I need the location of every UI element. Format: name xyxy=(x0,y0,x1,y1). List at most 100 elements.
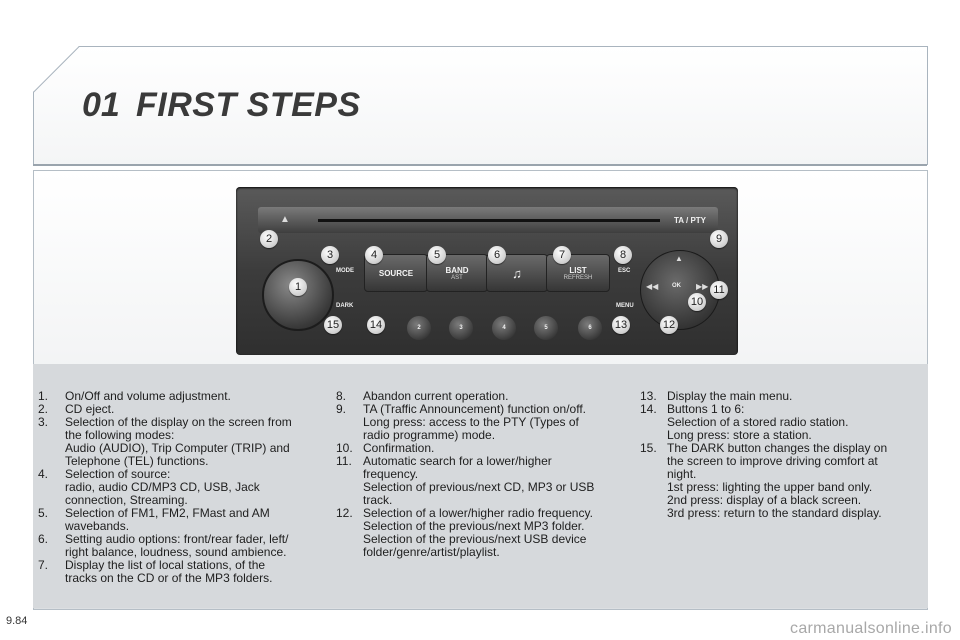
legend-item-text: Automatic search for a lower/higher xyxy=(363,454,552,468)
legend-item-text: 3rd press: return to the standard displa… xyxy=(667,506,882,520)
legend-item-text: Telephone (TEL) functions. xyxy=(65,454,209,468)
callout-6: 6 xyxy=(488,246,506,264)
legend-item-text: 1st press: lighting the upper band only. xyxy=(667,480,873,494)
legend-item-text: tracks on the CD or of the MP3 folders. xyxy=(65,571,273,585)
page-title: FIRST STEPS xyxy=(136,86,361,124)
callout-10: 10 xyxy=(688,293,706,311)
legend-item: 13. Display the main menu. xyxy=(640,390,920,403)
legend-item-number: 3. xyxy=(38,415,49,429)
preset-button-2: 2 xyxy=(407,316,431,340)
callout-9: 9 xyxy=(710,230,728,248)
callout-1: 1 xyxy=(289,278,307,296)
legend-item: 9. TA (Traffic Announcement) function on/… xyxy=(336,403,626,442)
mode-button-label: MODE xyxy=(336,268,354,274)
legend-item-text: Setting audio options: front/rear fader,… xyxy=(65,532,289,546)
legend-item-text: Selection of previous/next CD, MP3 or US… xyxy=(363,480,595,494)
legend-item-text: CD eject. xyxy=(65,402,115,416)
dark-button-label: DARK xyxy=(336,303,354,309)
band-button-sublabel: AST xyxy=(451,274,463,281)
legend-item-text: right balance, loudness, sound ambience. xyxy=(65,545,287,559)
header-divider xyxy=(33,164,927,166)
legend-item-number: 6. xyxy=(38,532,49,546)
legend-item-text: folder/genre/artist/playlist. xyxy=(363,545,500,559)
watermark: carmanualsonline.info xyxy=(790,620,952,637)
cd-slot xyxy=(318,219,660,222)
legend-item-text: Selection of the previous/next MP3 folde… xyxy=(363,519,585,533)
legend-item-text: Long press: access to the PTY (Types of xyxy=(363,415,579,429)
arrow-up-icon: ▲ xyxy=(675,254,683,263)
callout-8: 8 xyxy=(614,246,632,264)
menu-button-label: MENU xyxy=(616,303,634,309)
legend-item-text: radio, audio CD/MP3 CD, USB, Jack xyxy=(65,480,260,494)
preset-button-6: 6 xyxy=(578,316,602,340)
legend-item-number: 13. xyxy=(640,389,657,403)
legend-item-number: 15. xyxy=(640,441,657,455)
legend-item-text: radio programme) mode. xyxy=(363,428,496,442)
legend-item-text: wavebands. xyxy=(65,519,130,533)
arrow-left-icon: ◀◀ xyxy=(646,282,659,291)
legend-item-text: Selection of the display on the screen f… xyxy=(65,415,292,429)
legend-item-text: TA (Traffic Announcement) function on/of… xyxy=(363,402,587,416)
callout-2: 2 xyxy=(260,230,278,248)
legend-column-3: 13. Display the main menu. 14. Buttons 1 to… xyxy=(640,390,920,520)
legend-item-text: Selection of a lower/higher radio freque… xyxy=(363,506,593,520)
callout-12: 12 xyxy=(660,316,678,334)
callout-15: 15 xyxy=(324,316,342,334)
legend-item-text: On/Off and volume adjustment. xyxy=(65,389,231,403)
source-button-label: SOURCE xyxy=(378,268,414,278)
legend-item-number: 11. xyxy=(336,454,352,468)
legend-item-text: connection, Streaming. xyxy=(65,493,188,507)
legend-item-text: Buttons 1 to 6: xyxy=(667,402,745,416)
legend-item-text: Audio (AUDIO), Trip Computer (TRIP) and xyxy=(65,441,290,455)
legend-item: 4. Selection of source:radio, audio CD/MP… xyxy=(38,468,318,507)
legend-item: 2.CD eject. xyxy=(38,403,318,416)
callout-14: 14 xyxy=(367,316,385,334)
legend-item-number: 10. xyxy=(336,441,353,455)
band-button-label: BAND xyxy=(445,265,469,275)
legend-item-text: The DARK button changes the display on xyxy=(667,441,888,455)
text-panel-background xyxy=(33,364,928,608)
legend-column-2: 8.Abandon current operation.9. TA (Traffi… xyxy=(336,390,626,559)
legend-item-text: Selection of source: xyxy=(65,467,171,481)
legend-item-text: Long press: store a station. xyxy=(667,428,812,442)
legend-item-text: track. xyxy=(363,493,393,507)
legend-item: 3. Selection of the display on the screen… xyxy=(38,416,318,468)
legend-item-number: 4. xyxy=(38,467,49,481)
callout-3: 3 xyxy=(321,246,339,264)
legend-item-text: the screen to improve driving comfort at xyxy=(667,454,878,468)
legend-item-text: Selection of a stored radio station. xyxy=(667,415,849,429)
legend-item: 10. Confirmation. xyxy=(336,442,626,455)
legend-item-text: the following modes: xyxy=(65,428,175,442)
legend-item-number: 14. xyxy=(640,402,657,416)
music-note-icon: ♫ xyxy=(512,265,522,281)
list-button-sublabel: REFRESH xyxy=(563,274,593,281)
legend-item-text: Selection of the previous/next USB devic… xyxy=(363,532,587,546)
legend-item: 15. The DARK button changes the display o… xyxy=(640,442,920,520)
legend-item-number: 5. xyxy=(38,506,49,520)
callout-4: 4 xyxy=(365,246,383,264)
legend-item-number: 1. xyxy=(38,389,49,403)
arrow-right-icon: ▶▶ xyxy=(696,282,709,291)
legend-item: 8.Abandon current operation. xyxy=(336,390,626,403)
legend-item-number: 12. xyxy=(336,506,353,520)
legend-item-text: 2nd press: display of a black screen. xyxy=(667,493,862,507)
ok-button-label: OK xyxy=(672,283,681,289)
legend-item: 6. Setting audio options: front/rear fade… xyxy=(38,533,318,559)
legend-item-number: 7. xyxy=(38,558,49,572)
legend-item-number: 8. xyxy=(336,389,347,403)
page-number: 9.84 xyxy=(6,615,28,627)
legend-item: 7. Display the list of local stations, of… xyxy=(38,559,318,585)
callout-13: 13 xyxy=(612,316,630,334)
legend-item-text: Display the main menu. xyxy=(667,389,793,403)
preset-button-5: 5 xyxy=(534,316,558,340)
esc-button-label: ESC xyxy=(618,268,631,274)
legend-item: 1. On/Off and volume adjustment. xyxy=(38,390,318,403)
legend-item: 12. Selection of a lower/higher radio fre… xyxy=(336,507,626,559)
legend-item-text: frequency. xyxy=(363,467,419,481)
legend-item-text: Display the list of local stations, of t… xyxy=(65,558,266,572)
legend-item-text: Confirmation. xyxy=(363,441,435,455)
chapter-number: 01 xyxy=(82,86,120,124)
legend-item-number: 9. xyxy=(336,402,347,416)
